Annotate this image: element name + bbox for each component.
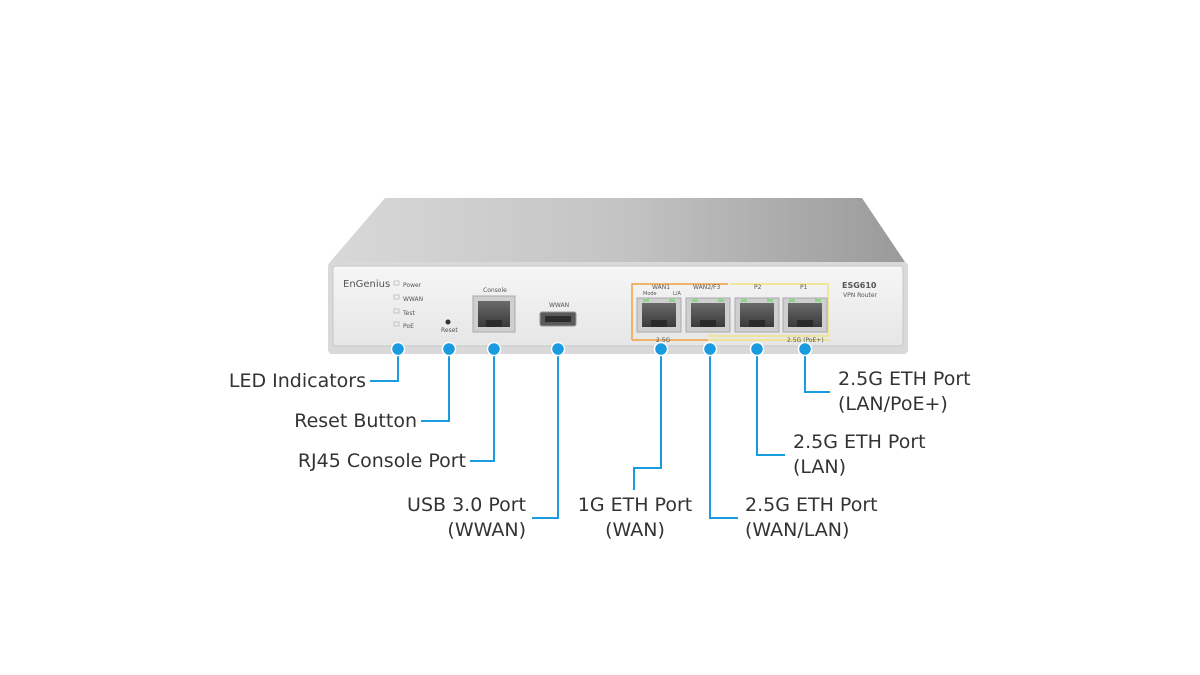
callout-rj45-console: RJ45 Console Port	[200, 449, 466, 474]
callout-eth-wan: 1G ETH Port (WAN)	[560, 493, 710, 543]
callout-eth-wan-lan-line2: (WAN/LAN)	[745, 519, 850, 541]
port-label-wan2: WAN2/F3	[693, 284, 720, 291]
leader-console	[470, 349, 495, 462]
leader-eth-lan	[756, 349, 785, 456]
callout-eth-lan-poe-line1: 2.5G ETH Port	[838, 368, 971, 390]
leader-eth-lan-poe	[804, 349, 830, 393]
led-indicator-group: Power WWAN Test PoE	[393, 280, 423, 330]
model-subtitle: VPN Router	[843, 292, 878, 299]
led-label-power: Power	[403, 282, 422, 289]
callout-usb: USB 3.0 Port (WWAN)	[340, 493, 526, 543]
eth-port-wan2	[685, 297, 731, 333]
dot-led	[390, 341, 406, 357]
callout-reset-text: Reset Button	[294, 410, 417, 432]
callout-led-indicators: LED Indicators	[190, 369, 366, 394]
callout-eth-lan-line2: (LAN)	[793, 456, 847, 478]
port-label-p1: P1	[800, 284, 808, 291]
callout-usb-line2: (WWAN)	[447, 519, 526, 541]
callout-console-text: RJ45 Console Port	[297, 450, 466, 472]
led-label-poe: PoE	[403, 323, 414, 330]
callout-eth-lan: 2.5G ETH Port (LAN)	[793, 430, 993, 480]
usb-port	[539, 311, 577, 327]
callout-reset-button: Reset Button	[200, 409, 417, 434]
port-label-p2: P2	[754, 284, 762, 291]
port-sublabel-mode: Mode	[643, 291, 657, 297]
dot-eth-lan-poe	[797, 341, 813, 357]
callout-lines	[370, 349, 830, 519]
model-name: ESG610	[842, 281, 877, 290]
eth-port-p2	[734, 297, 780, 333]
callout-eth-wan-line1: 1G ETH Port	[577, 494, 693, 516]
callout-led-text: LED Indicators	[228, 370, 366, 392]
router-top-surface	[330, 198, 905, 262]
dot-usb	[550, 341, 566, 357]
dot-eth-wan-lan	[702, 341, 718, 357]
console-port	[472, 295, 516, 333]
led-label-wwan: WWAN	[403, 296, 423, 303]
dot-reset	[441, 341, 457, 357]
leader-led	[370, 349, 399, 382]
leader-usb	[532, 349, 559, 519]
port-sublabel-la: L/A	[673, 291, 681, 297]
callout-eth-wan-line2: (WAN)	[605, 519, 665, 541]
brand-logo: EnGenius	[343, 279, 390, 290]
eth-port-wan1	[636, 297, 682, 333]
leader-eth-wan-lan	[709, 349, 738, 519]
reset-label: Reset	[441, 327, 458, 334]
callout-usb-line1: USB 3.0 Port	[407, 494, 526, 516]
port-label-wan1: WAN1	[652, 284, 670, 291]
reset-button-hole	[445, 319, 451, 325]
speed-label-left: 2.5G	[656, 337, 671, 344]
port-label-brackets	[631, 283, 830, 341]
console-label: Console	[483, 287, 507, 294]
dot-console	[486, 341, 502, 357]
callout-eth-lan-poe: 2.5G ETH Port (LAN/PoE+)	[838, 367, 1038, 417]
dot-eth-wan	[653, 341, 669, 357]
leader-eth-wan	[633, 349, 662, 490]
eth-port-p1	[782, 297, 828, 333]
callout-eth-lan-poe-line2: (LAN/PoE+)	[838, 393, 948, 415]
usb-label: WWAN	[549, 302, 569, 309]
callout-eth-wan-lan: 2.5G ETH Port (WAN/LAN)	[745, 493, 945, 543]
callout-dots	[390, 341, 813, 357]
callout-eth-lan-line1: 2.5G ETH Port	[793, 431, 926, 453]
led-label-test: Test	[402, 310, 415, 317]
callout-eth-wan-lan-line1: 2.5G ETH Port	[745, 494, 878, 516]
speed-label-right: 2.5G (PoE+)	[787, 337, 824, 344]
leader-reset	[421, 349, 450, 422]
dot-eth-lan	[749, 341, 765, 357]
